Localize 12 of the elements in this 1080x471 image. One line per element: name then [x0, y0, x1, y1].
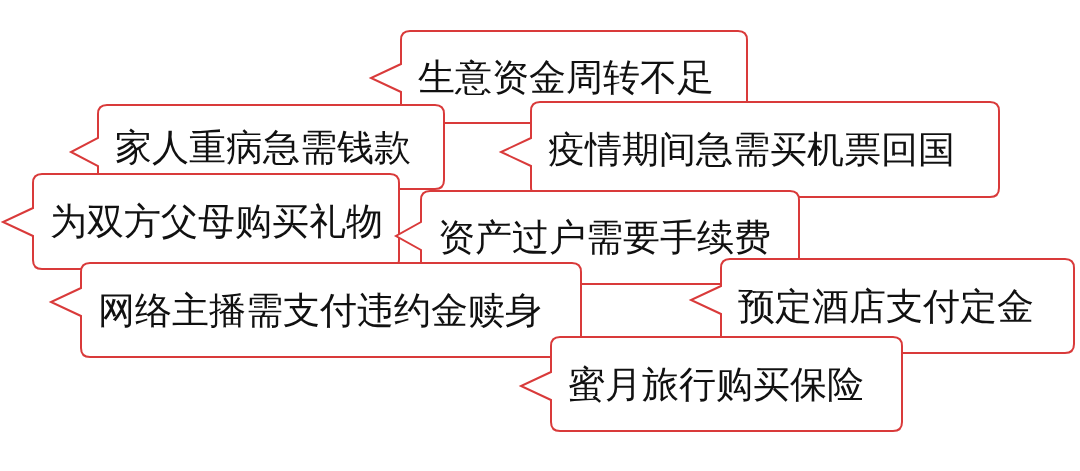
speech-bubble [2, 173, 400, 270]
bubble-text: 蜜月旅行购买保险 [568, 365, 864, 403]
speech-bubble [520, 336, 903, 432]
speech-bubble [500, 101, 1000, 198]
speech-bubble [50, 262, 582, 358]
bubble-text: 资产过户需要手续费 [438, 219, 771, 256]
bubble-text: 家人重病急需钱款 [115, 128, 411, 166]
bubble-text: 为双方父母购买礼物 [50, 203, 383, 240]
bubble-text: 生意资金周转不足 [418, 58, 714, 96]
bubble-text: 预定酒店支付定金 [738, 287, 1034, 325]
bubble-text: 疫情期间急需买机票回国 [548, 131, 955, 168]
bubble-text: 网络主播需支付违约金赎身 [98, 291, 542, 329]
